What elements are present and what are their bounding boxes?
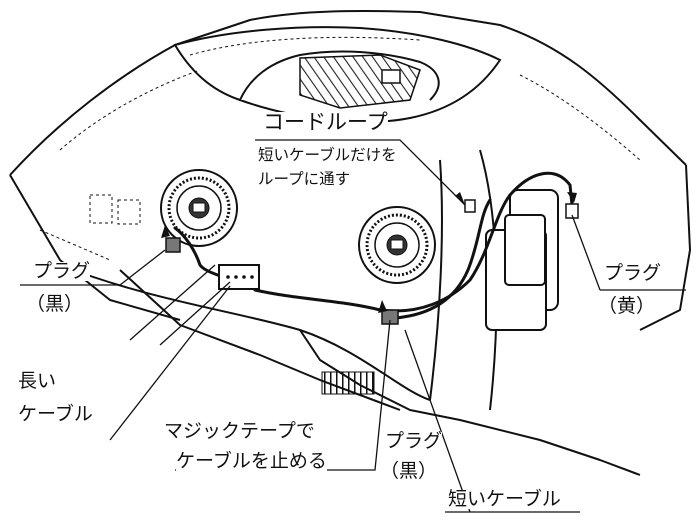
cord-loop-label: コードループ bbox=[263, 110, 388, 134]
collar-tag bbox=[381, 69, 401, 84]
plug-black-left-label: プラグ bbox=[33, 260, 91, 282]
collar-hatching bbox=[299, 54, 421, 109]
plug-black-bottom-label: プラグ bbox=[385, 430, 443, 452]
plug-black-bottom-color: （黒） bbox=[380, 460, 438, 482]
arrowheads bbox=[161, 192, 577, 313]
plug-black-left-color: （黒） bbox=[26, 293, 84, 315]
leader-lines bbox=[20, 139, 686, 513]
fan-left bbox=[160, 169, 238, 247]
fan-right bbox=[358, 206, 436, 284]
plug-black-left bbox=[165, 237, 181, 253]
plug-yellow-label: プラグ bbox=[604, 262, 662, 284]
cord-loop-note-line2: ループに通す bbox=[258, 170, 351, 188]
striped-tag bbox=[321, 371, 375, 395]
plug-yellow-color: （黄） bbox=[598, 295, 656, 317]
battery-pocket bbox=[485, 189, 559, 331]
cord-loop bbox=[464, 199, 476, 213]
short-cable-label: 短いケーブル bbox=[448, 488, 561, 510]
cord-loop-note-line1: 短いケーブルだけを bbox=[258, 146, 397, 164]
velcro-dots bbox=[226, 275, 254, 279]
velcro-label-line2: ケーブルを止める bbox=[176, 450, 327, 472]
plug-yellow bbox=[565, 203, 579, 219]
left-pocket-stitching bbox=[39, 194, 141, 261]
long-cable-label-line1: 長い bbox=[18, 370, 57, 392]
long-cable-label-line2: ケーブル bbox=[18, 403, 93, 425]
velcro-label-line1: マジックテープで bbox=[164, 420, 315, 442]
